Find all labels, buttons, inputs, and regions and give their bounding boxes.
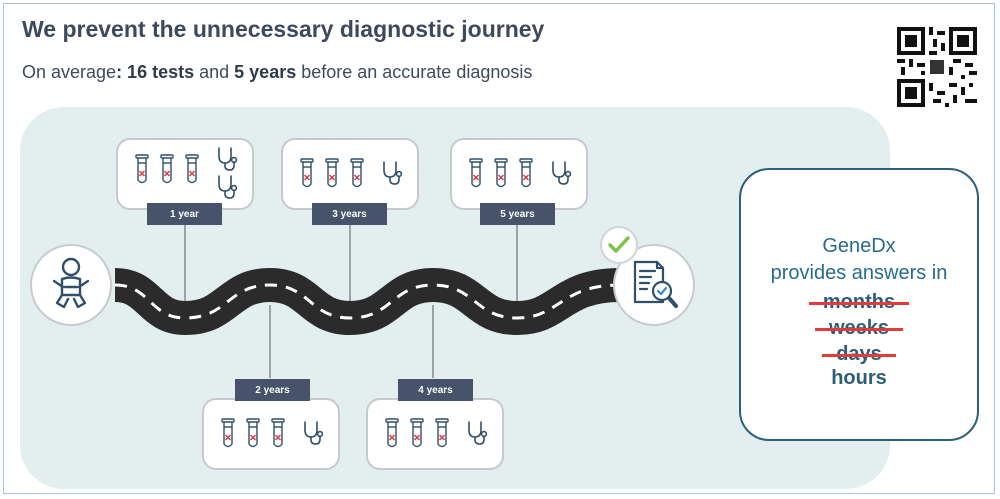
- milestone-label-5: 5 years: [480, 203, 555, 225]
- milestone-card-4: [366, 398, 504, 470]
- struck-weeks: weeks: [741, 315, 977, 341]
- struck-months: months: [741, 289, 977, 315]
- subtitle-years: 5 years: [234, 62, 297, 82]
- test-tube-icon: [468, 158, 484, 190]
- page-title: We prevent the unnecessary diagnostic jo…: [22, 16, 545, 42]
- test-tube-icon: [159, 154, 175, 186]
- document-magnifier-icon: [633, 260, 678, 308]
- panel-hours: hours: [831, 367, 887, 389]
- struck-days-text: days: [822, 343, 896, 365]
- milestone-card-5: [450, 138, 588, 210]
- struck-weeks-text: weeks: [814, 317, 904, 339]
- panel-subtitle: provides answers in: [770, 262, 948, 284]
- test-tube-icon: [384, 418, 400, 450]
- milestone-card-2: [202, 398, 340, 470]
- subtitle-suffix: before an accurate diagnosis: [296, 62, 533, 82]
- stethoscope-icon: [548, 160, 574, 186]
- milestone-label-3: 3 years: [312, 203, 387, 225]
- qr-code-icon[interactable]: [897, 27, 977, 107]
- test-tube-icon: [220, 418, 236, 450]
- genedx-panel: GeneDx provides answers in months weeks …: [739, 168, 979, 441]
- test-tube-icon: [324, 158, 340, 190]
- test-tube-icon: [270, 418, 286, 450]
- subtitle-prefix: On average: [22, 62, 117, 82]
- subtitle-tests: : 16 tests: [116, 62, 195, 82]
- milestone-label-4: 4 years: [398, 379, 473, 401]
- milestone-label-1: 1 year: [147, 203, 222, 225]
- road-dashes: [114, 283, 621, 320]
- stethoscope-icon: [379, 160, 405, 186]
- stethoscope-icon: [214, 174, 240, 200]
- connector-lines: [184, 225, 518, 378]
- baby-icon: [52, 257, 90, 309]
- struck-days: days: [741, 341, 977, 367]
- page-subtitle: On average: 16 tests and 5 years before …: [22, 62, 532, 83]
- checkmark-icon: [608, 236, 630, 253]
- test-tube-icon: [184, 154, 200, 186]
- test-tube-icon: [299, 158, 315, 190]
- stethoscope-icon: [214, 146, 240, 172]
- test-tube-icon: [518, 158, 534, 190]
- start-circle: [30, 244, 112, 326]
- test-tube-icon: [349, 158, 365, 190]
- success-check-badge: [600, 226, 638, 264]
- milestone-label-2: 2 years: [235, 379, 310, 401]
- test-tube-icon: [434, 418, 450, 450]
- test-tube-icon: [134, 154, 150, 186]
- milestone-card-1: [116, 138, 254, 210]
- test-tube-icon: [245, 418, 261, 450]
- subtitle-and: and: [194, 62, 235, 82]
- milestone-card-3: [281, 138, 419, 210]
- test-tube-icon: [409, 418, 425, 450]
- test-tube-icon: [493, 158, 509, 190]
- stethoscope-icon: [300, 420, 326, 446]
- struck-months-text: months: [808, 291, 910, 313]
- stethoscope-icon: [464, 420, 490, 446]
- panel-brand: GeneDx: [822, 235, 896, 257]
